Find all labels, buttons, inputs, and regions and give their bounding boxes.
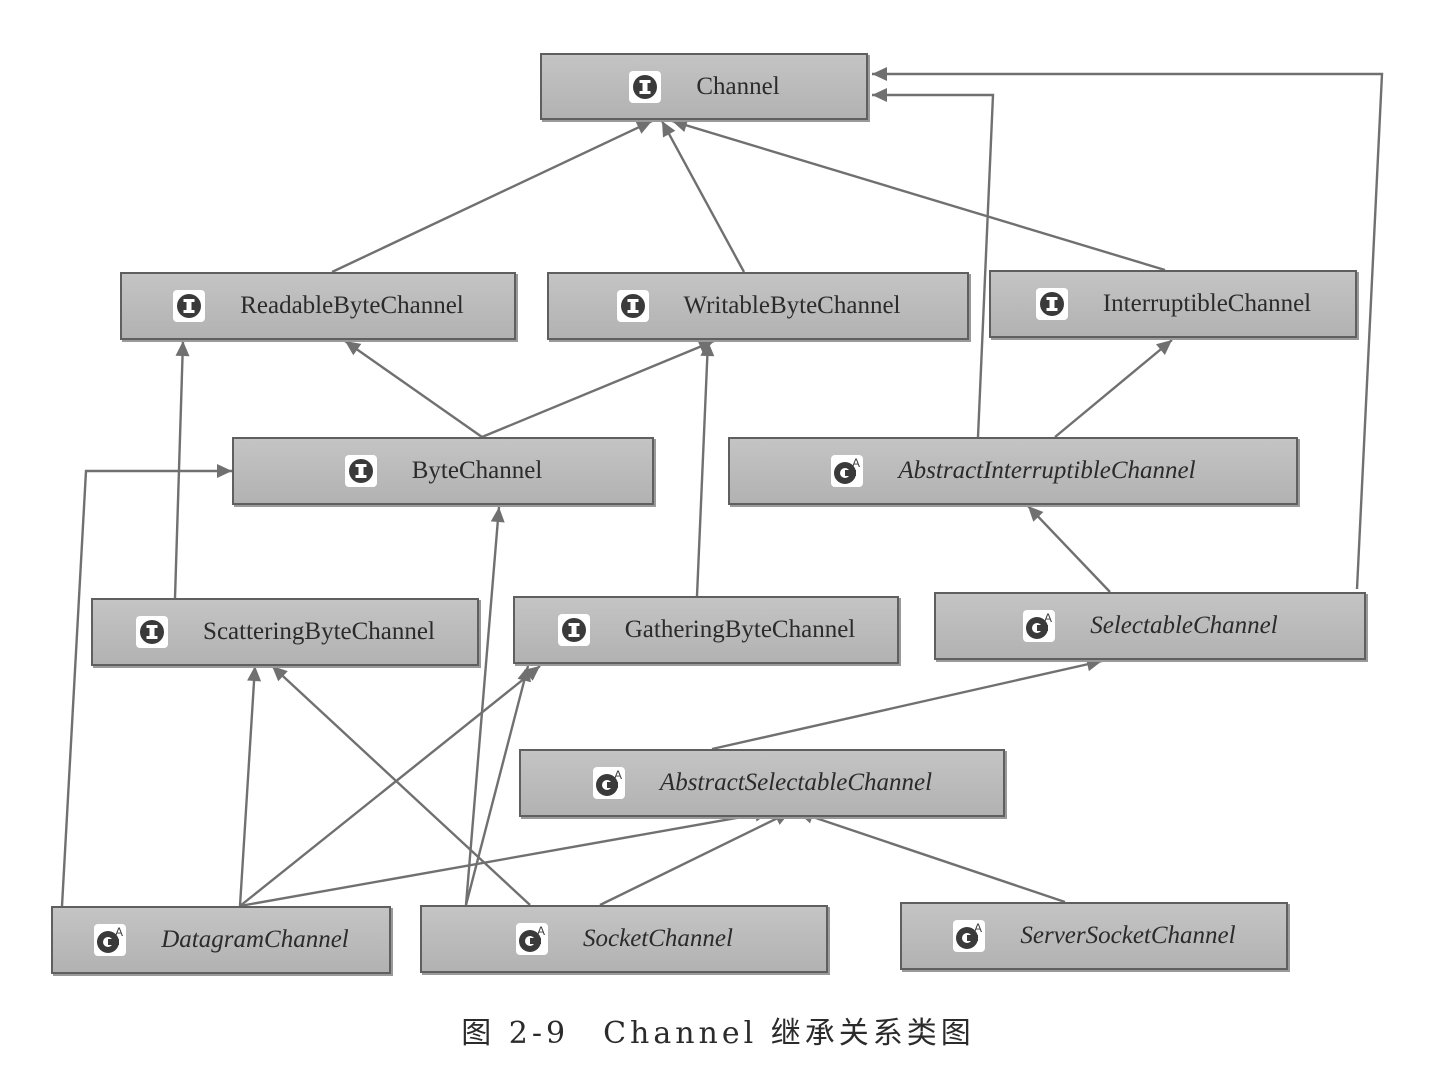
node-datagram-channel: A DatagramChannel (51, 906, 391, 974)
inheritance-edge (695, 340, 710, 597)
abstract-class-icon: A (592, 766, 626, 800)
inheritance-edge (872, 72, 1384, 590)
node-byte-channel: ByteChannel (232, 437, 654, 505)
inheritance-edge (872, 93, 995, 438)
inheritance-edge (271, 665, 531, 906)
interface-icon (628, 70, 662, 104)
node-label: ByteChannel (411, 457, 543, 484)
node-writable-byte-channel: WritableByteChannel (547, 272, 969, 340)
inheritance-edge (797, 810, 1066, 904)
arrowhead (1085, 657, 1102, 672)
node-abstract-selectable-channel: A AbstractSelectableChannel (519, 749, 1005, 817)
node-selectable-channel: A SelectableChannel (934, 592, 1366, 660)
inheritance-edge (1027, 505, 1111, 593)
svg-text:A: A (115, 925, 123, 939)
inheritance-edge (671, 119, 1166, 272)
svg-text:A: A (852, 456, 860, 470)
node-gathering-byte-channel: GatheringByteChannel (513, 596, 899, 664)
arrowhead (490, 507, 505, 523)
svg-text:A: A (1044, 611, 1052, 625)
inheritance-edge (331, 119, 653, 274)
svg-text:A: A (974, 921, 982, 935)
inheritance-edge (173, 340, 185, 599)
abstract-class-icon: A (952, 919, 986, 953)
inheritance-edge (239, 665, 541, 907)
arrowhead (872, 67, 887, 81)
arrowhead (700, 341, 715, 357)
node-label: DatagramChannel (161, 926, 349, 953)
inheritance-edge (344, 340, 483, 438)
inheritance-edge (464, 665, 530, 906)
inheritance-edge (599, 810, 791, 907)
node-interruptible-channel: InterruptibleChannel (989, 270, 1357, 338)
arrowhead (247, 666, 262, 682)
node-server-socket-channel: A ServerSocketChannel (900, 902, 1288, 970)
node-label: ScatteringByteChannel (203, 618, 435, 645)
arrowhead (517, 666, 531, 683)
interface-icon (172, 289, 206, 323)
interface-icon (616, 289, 650, 323)
abstract-class-icon: A (515, 922, 549, 956)
node-label: AbstractSelectableChannel (659, 769, 933, 796)
node-label: Channel (696, 72, 780, 100)
inheritance-edge (239, 810, 771, 908)
inheritance-edge (1054, 339, 1173, 438)
svg-text:A: A (537, 924, 545, 938)
node-label: AbstractInterruptibleChannel (898, 457, 1196, 484)
arrowhead (272, 666, 288, 682)
node-label: ReadableByteChannel (240, 292, 464, 319)
node-label: ServerSocketChannel (1020, 922, 1236, 949)
node-abstract-interruptible-channel: A AbstractInterruptibleChannel (728, 437, 1298, 505)
interface-icon (135, 615, 169, 649)
interface-icon (344, 454, 378, 488)
inheritance-edge (60, 469, 232, 907)
arrowhead (217, 464, 232, 478)
inheritance-edge (464, 506, 501, 906)
abstract-class-icon: A (1022, 609, 1056, 643)
inheritance-edge (238, 665, 257, 907)
svg-text:A: A (614, 768, 622, 782)
arrowhead (662, 121, 676, 138)
arrowhead (872, 88, 887, 102)
inheritance-edge (660, 120, 746, 273)
node-readable-byte-channel: ReadableByteChannel (120, 272, 516, 340)
node-label: InterruptibleChannel (1102, 290, 1312, 317)
node-label: SelectableChannel (1090, 612, 1278, 639)
interface-icon (1035, 287, 1069, 321)
node-channel: Channel (540, 53, 868, 120)
node-label: GatheringByteChannel (624, 616, 856, 643)
node-label: SocketChannel (583, 925, 733, 952)
arrowhead (1028, 506, 1044, 522)
arrowhead (635, 121, 652, 134)
abstract-class-icon: A (93, 923, 127, 957)
node-socket-channel: A SocketChannel (420, 905, 828, 973)
arrowhead (1156, 340, 1172, 355)
arrowhead (345, 341, 362, 356)
arrowhead (672, 118, 689, 132)
inheritance-edge (711, 659, 1103, 751)
inheritance-edge (481, 339, 715, 439)
interface-icon (557, 613, 591, 647)
abstract-class-icon: A (830, 454, 864, 488)
figure-caption: 图 2-9 Channel 继承关系类图 (461, 1016, 975, 1051)
arrowhead (175, 341, 190, 357)
node-label: WritableByteChannel (683, 292, 901, 319)
node-scattering-byte-channel: ScatteringByteChannel (91, 598, 479, 666)
